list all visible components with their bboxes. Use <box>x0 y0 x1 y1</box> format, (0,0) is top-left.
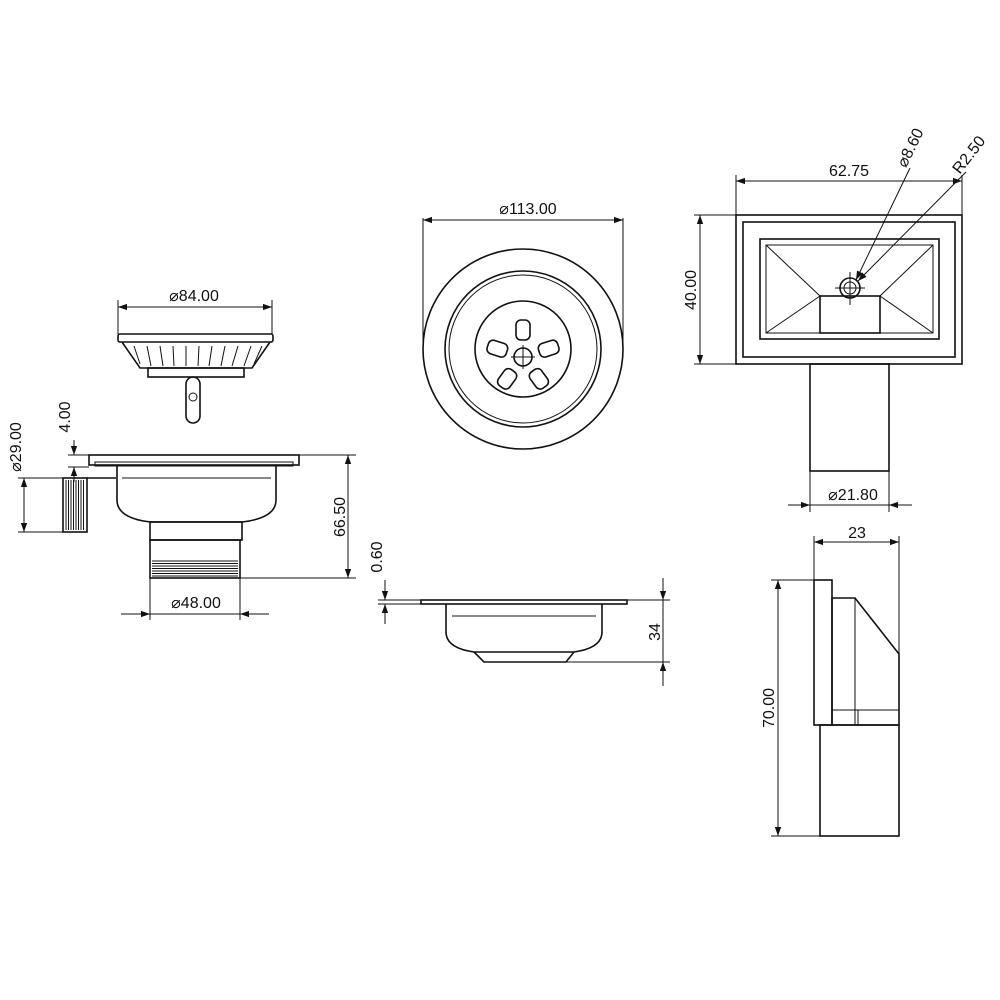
dimension-21-80: ⌀21.80 <box>788 471 912 512</box>
dimension-8-60: ⌀8.60 <box>855 126 928 281</box>
label-84: 84.00 <box>179 288 219 305</box>
label-48: 48.00 <box>181 595 221 612</box>
strainer-slots <box>486 319 560 390</box>
dimension-0-60: 0.60 <box>369 541 421 624</box>
svg-text:⌀8.60: ⌀8.60 <box>894 126 927 170</box>
dimension-62-75: 62.75 <box>735 163 963 215</box>
label-40: 40.00 <box>683 270 700 310</box>
label-r2-50: R2.50 <box>950 133 990 177</box>
dimension-84: ⌀84.00 <box>117 288 273 334</box>
basket-strainer <box>117 333 274 424</box>
label-66-50: 66.50 <box>332 497 349 537</box>
overflow-front-view <box>735 214 963 472</box>
thread-lower <box>152 560 238 577</box>
label-70: 70.00 <box>761 688 778 728</box>
dimension-48: ⌀48.00 <box>121 578 269 620</box>
top-view-flange <box>422 248 624 450</box>
overflow-side-view <box>813 579 900 837</box>
label-34: 34 <box>647 623 664 641</box>
side-view-body <box>62 454 300 579</box>
label-23: 23 <box>848 525 866 542</box>
svg-text:⌀21.80: ⌀21.80 <box>828 487 878 504</box>
dimension-34: 34 <box>566 578 670 686</box>
dimension-66-50: 66.50 <box>240 454 356 579</box>
dimension-40: 40.00 <box>683 214 736 365</box>
label-4: 4.00 <box>57 401 74 432</box>
dimension-29: ⌀29.00 <box>8 422 63 533</box>
flange-section-view <box>420 599 628 663</box>
dimension-4: 4.00 <box>57 401 89 482</box>
label-113: 113.00 <box>509 201 557 218</box>
label-29: 29.00 <box>8 422 25 462</box>
thread-side <box>65 480 84 530</box>
svg-text:⌀113.00: ⌀113.00 <box>499 201 556 218</box>
dimension-113: ⌀113.00 <box>422 201 624 349</box>
dimension-70: 70.00 <box>761 579 820 837</box>
svg-text:⌀84.00: ⌀84.00 <box>169 288 219 305</box>
label-21-80: 21.80 <box>838 487 878 504</box>
label-8-60: 8.60 <box>899 126 928 162</box>
label-0-60: 0.60 <box>369 541 386 572</box>
dimension-r2-50: R2.50 <box>857 133 990 282</box>
svg-text:⌀48.00: ⌀48.00 <box>171 595 221 612</box>
dimension-23: 23 <box>813 525 900 654</box>
label-62-75: 62.75 <box>829 163 869 180</box>
svg-text:⌀29.00: ⌀29.00 <box>8 422 25 472</box>
